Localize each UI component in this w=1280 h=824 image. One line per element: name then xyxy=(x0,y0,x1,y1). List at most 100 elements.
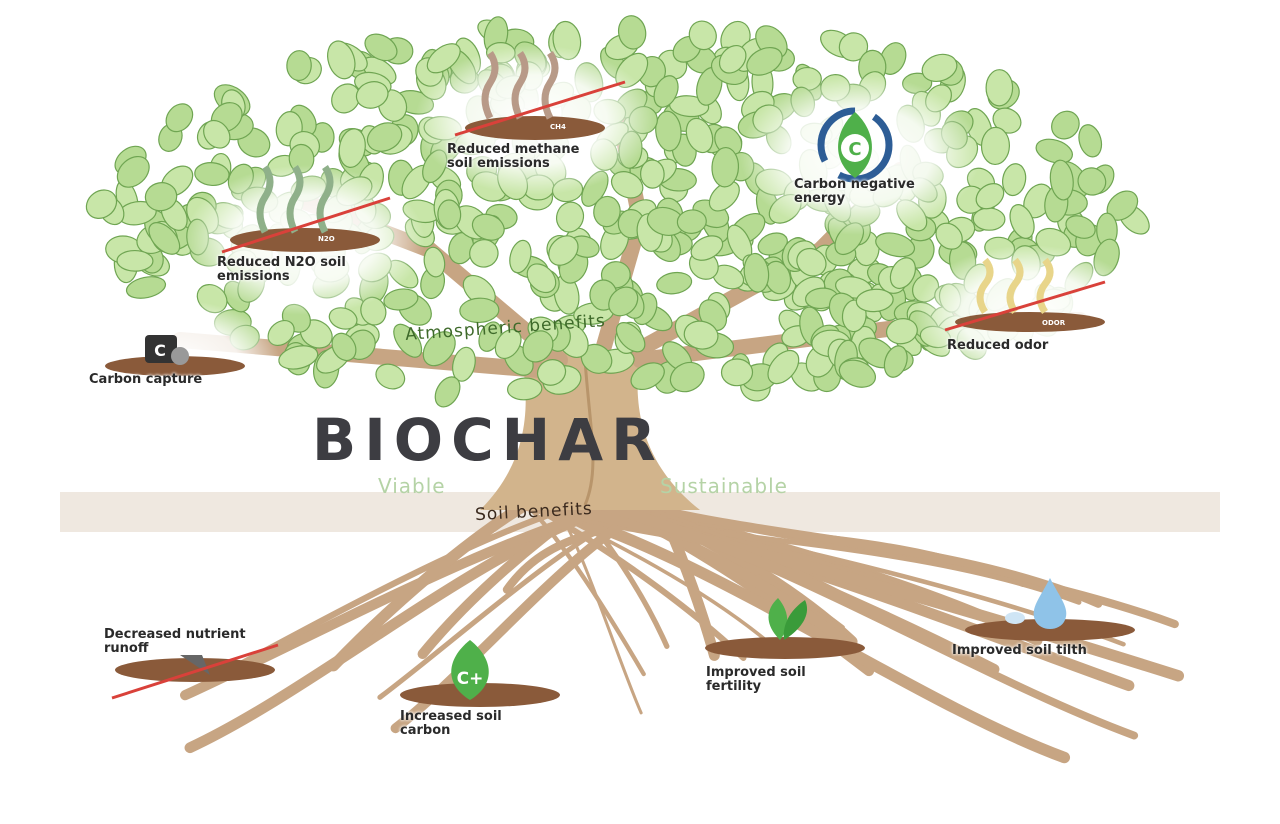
svg-text:ODOR: ODOR xyxy=(1042,319,1066,327)
leaf xyxy=(980,126,1011,166)
leaf xyxy=(796,247,827,277)
crossed-out-fumes-icon: CH4 xyxy=(454,51,626,140)
svg-text:N2O: N2O xyxy=(318,235,335,243)
leaf xyxy=(116,155,150,188)
label-line: emissions xyxy=(217,269,290,284)
leaf xyxy=(509,239,532,274)
leaf xyxy=(194,162,230,187)
leaf xyxy=(720,358,754,387)
leaf xyxy=(617,15,647,50)
leaf xyxy=(494,328,522,360)
root xyxy=(527,501,747,661)
root xyxy=(596,499,1000,675)
sprout-icon xyxy=(705,598,865,659)
leaf xyxy=(975,182,1005,210)
subtitle-sustainable: Sustainable xyxy=(660,474,788,498)
leaf xyxy=(985,69,1014,107)
leaf xyxy=(653,75,679,108)
leaf xyxy=(972,207,1006,231)
leaf xyxy=(526,263,557,294)
label-carbon-capture: Carbon capture xyxy=(89,372,203,387)
leaf xyxy=(459,297,500,324)
label-line: Carbon negative xyxy=(794,177,915,192)
leaf xyxy=(615,322,646,353)
carbon-lock-icon: C xyxy=(105,335,245,376)
main-title: BIOCHAR xyxy=(312,406,664,474)
root xyxy=(538,499,1185,682)
root xyxy=(636,501,1103,608)
leaf xyxy=(125,276,167,299)
leaf xyxy=(364,33,398,62)
leaf xyxy=(610,171,644,199)
leaf xyxy=(757,232,788,256)
label-line: Reduced methane xyxy=(447,142,580,157)
leaf xyxy=(889,257,916,290)
leaf xyxy=(1009,204,1035,239)
leaf xyxy=(85,189,118,219)
leaf xyxy=(688,20,717,51)
leaf xyxy=(1035,138,1073,164)
leaf xyxy=(148,222,181,255)
leaf xyxy=(507,377,543,401)
root xyxy=(202,501,582,687)
leaf xyxy=(522,330,554,363)
svg-text:C: C xyxy=(848,139,861,160)
leaf xyxy=(921,53,958,83)
root xyxy=(327,499,531,672)
svg-text:CH4: CH4 xyxy=(550,123,566,131)
leaf xyxy=(203,119,231,149)
label-line: Decreased nutrient xyxy=(104,627,246,642)
leaf xyxy=(935,222,963,250)
leaf xyxy=(555,201,585,233)
label-line: carbon xyxy=(400,723,451,738)
leaf xyxy=(676,209,707,234)
leaf xyxy=(683,320,719,350)
leaf xyxy=(331,83,361,114)
leaf xyxy=(471,213,505,241)
label-improved-soil-tilth: Improved soil tilth xyxy=(952,643,1087,658)
label-line: fertility xyxy=(706,679,762,694)
leaf xyxy=(875,232,916,258)
leaf xyxy=(1078,124,1103,158)
leaf xyxy=(116,249,154,272)
leaf xyxy=(1051,110,1080,140)
label-reduced-odor: Reduced odor xyxy=(947,338,1049,353)
crossed-out-runoff-icon xyxy=(111,643,279,700)
leaf xyxy=(690,235,724,261)
leaf xyxy=(1065,215,1096,239)
leaf xyxy=(469,239,499,268)
leaf xyxy=(639,159,665,189)
leaf xyxy=(879,42,907,75)
leaf xyxy=(338,128,366,168)
leaf xyxy=(1002,163,1027,197)
leaf xyxy=(608,286,639,317)
label-line: soil emissions xyxy=(447,156,550,171)
leaf xyxy=(767,349,800,385)
leaf xyxy=(375,363,406,390)
leaf xyxy=(593,195,621,228)
leaf xyxy=(286,50,312,82)
label-line: Reduced N2O soil xyxy=(217,255,346,270)
leaf xyxy=(434,376,461,408)
leaf xyxy=(1049,159,1074,201)
leaf xyxy=(355,81,389,109)
leaf xyxy=(883,345,908,378)
subtitle-viable: Viable xyxy=(378,474,446,498)
leaf xyxy=(536,359,567,386)
label-line: energy xyxy=(794,191,846,206)
leaf xyxy=(452,346,476,382)
leaf xyxy=(327,40,356,80)
leaf xyxy=(685,117,714,154)
leaf xyxy=(855,288,894,313)
leaf xyxy=(838,359,876,388)
leaf xyxy=(718,44,747,74)
leaf xyxy=(144,182,178,212)
